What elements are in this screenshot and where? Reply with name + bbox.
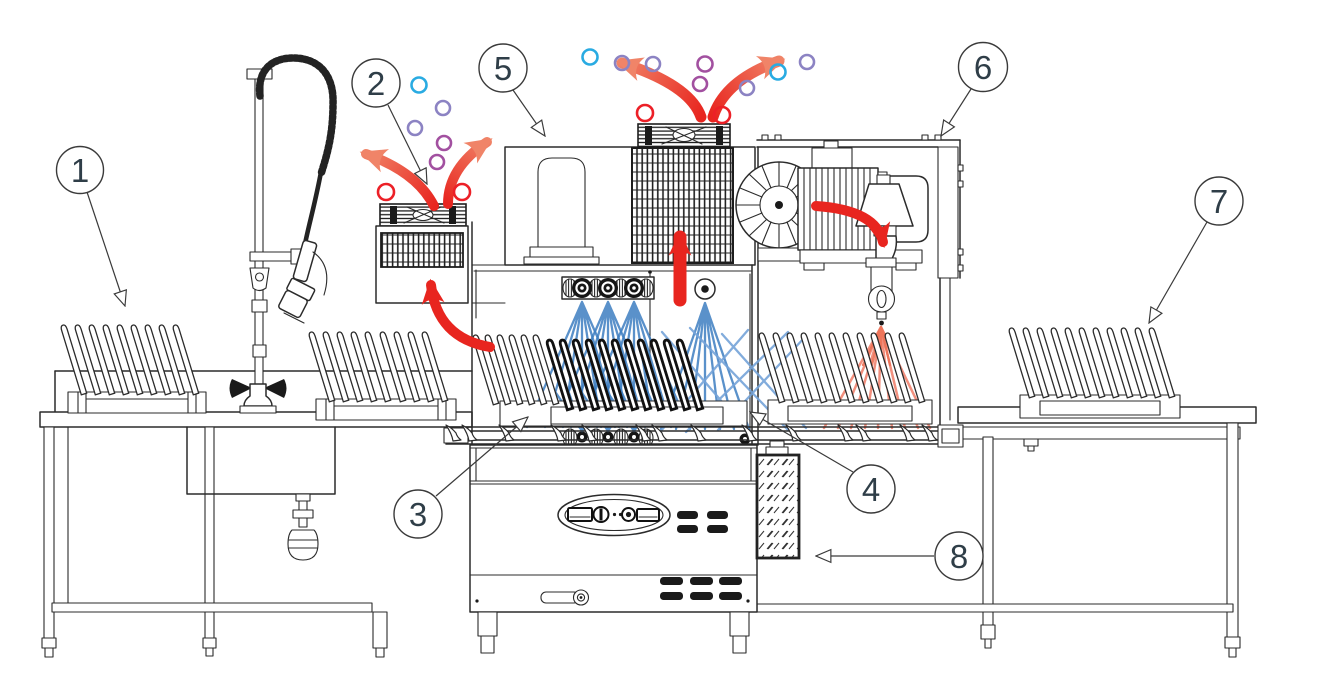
side-panel xyxy=(937,146,959,279)
steam-arrow xyxy=(707,55,786,123)
callout-3-number: 3 xyxy=(409,496,427,533)
callout-4: 4 xyxy=(750,412,896,514)
steam-arrow xyxy=(615,57,707,123)
conveyor xyxy=(443,424,964,448)
callout-6-number: 6 xyxy=(974,49,992,86)
machine-base xyxy=(469,444,758,654)
hose xyxy=(302,169,324,247)
steam-arrow xyxy=(359,149,439,211)
steam-center xyxy=(581,48,816,125)
door-handle[interactable] xyxy=(540,589,590,606)
display-left xyxy=(567,507,593,522)
steam-left xyxy=(359,76,493,211)
callout-4-number: 4 xyxy=(862,471,880,508)
air-flow-arrows xyxy=(421,201,891,352)
entry-table xyxy=(39,370,473,658)
drain-heat-exchanger xyxy=(755,440,801,560)
callout-2: 2 xyxy=(351,58,427,184)
callout-2-number: 2 xyxy=(367,65,385,102)
control-panel[interactable] xyxy=(557,493,671,537)
dish-rack-wash-zone xyxy=(471,333,748,427)
callout-7-number: 7 xyxy=(1210,183,1228,220)
wash-nozzle xyxy=(596,276,620,300)
rinse-nozzle xyxy=(694,278,716,300)
vent-slots-upper xyxy=(677,511,728,533)
display-right xyxy=(636,508,660,522)
wash-nozzle xyxy=(570,276,594,300)
coiled-hose xyxy=(255,54,337,178)
faucet xyxy=(229,379,287,414)
wall-bracket xyxy=(249,251,295,262)
boiler-tank xyxy=(537,157,586,248)
steam-arrow xyxy=(443,137,493,209)
pre-rinse-unit xyxy=(229,54,337,414)
spray-gun xyxy=(278,239,328,324)
callouts: 1 2 3 4 5 6 7 xyxy=(55,41,1244,581)
wash-nozzle-bar xyxy=(561,276,655,300)
sink xyxy=(186,426,336,561)
wash-chamber xyxy=(473,146,759,448)
vapor-condenser xyxy=(375,203,469,304)
dish-rack-exit xyxy=(1007,326,1181,419)
callout-1: 1 xyxy=(55,145,126,307)
wash-nozzle xyxy=(622,276,646,300)
callout-5-number: 5 xyxy=(494,50,512,87)
exhaust-fan-vent xyxy=(637,123,731,148)
callout-5: 5 xyxy=(478,43,545,136)
vent-slots-lower xyxy=(660,577,742,600)
callout-3: 3 xyxy=(393,417,528,539)
callout-8: 8 xyxy=(816,531,984,581)
vapor-to-condenser-arrow xyxy=(421,278,495,352)
dish-rack-entry-2 xyxy=(307,330,457,421)
callout-6: 6 xyxy=(941,41,1009,137)
blower-air-arrow xyxy=(811,201,891,249)
drain-trap xyxy=(287,529,319,561)
callout-7: 7 xyxy=(1149,176,1244,323)
callout-8-number: 8 xyxy=(950,538,968,575)
dish-rack-dryer-zone xyxy=(757,331,933,425)
condenser-fan-vent xyxy=(379,203,467,227)
callout-1-number: 1 xyxy=(71,152,89,189)
dish-rack-entry-1 xyxy=(59,323,207,414)
riser-pipe xyxy=(254,77,264,411)
